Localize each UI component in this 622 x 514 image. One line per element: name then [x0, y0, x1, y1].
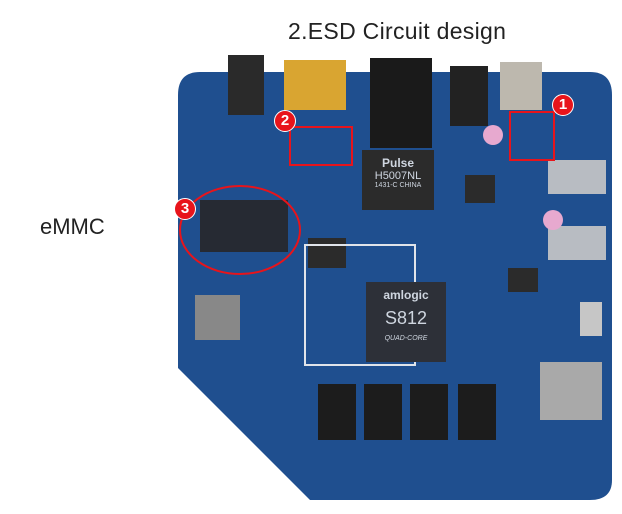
soc-chip-label: amlogic S812 QUAD-CORE [366, 288, 446, 342]
soc-chip-brand: amlogic [383, 288, 429, 302]
soc-chip-model: S812 [384, 308, 428, 328]
lan-chip-label: Pulse H5007NL 1431-C CHINA [362, 156, 434, 189]
marker-3: 3 [174, 198, 196, 220]
title-esd-circuit-design: 2.ESD Circuit design [288, 18, 507, 44]
marker-1: 1 [552, 94, 574, 116]
soc-chip-sub: QUAD-CORE [384, 335, 428, 342]
lan-chip-brand: Pulse [381, 156, 414, 170]
marker-2: 2 [274, 110, 296, 132]
lan-chip-model: H5007NL [374, 170, 422, 182]
lan-chip-sub: 1431-C CHINA [374, 182, 422, 189]
emmc-label: eMMC [40, 214, 105, 239]
